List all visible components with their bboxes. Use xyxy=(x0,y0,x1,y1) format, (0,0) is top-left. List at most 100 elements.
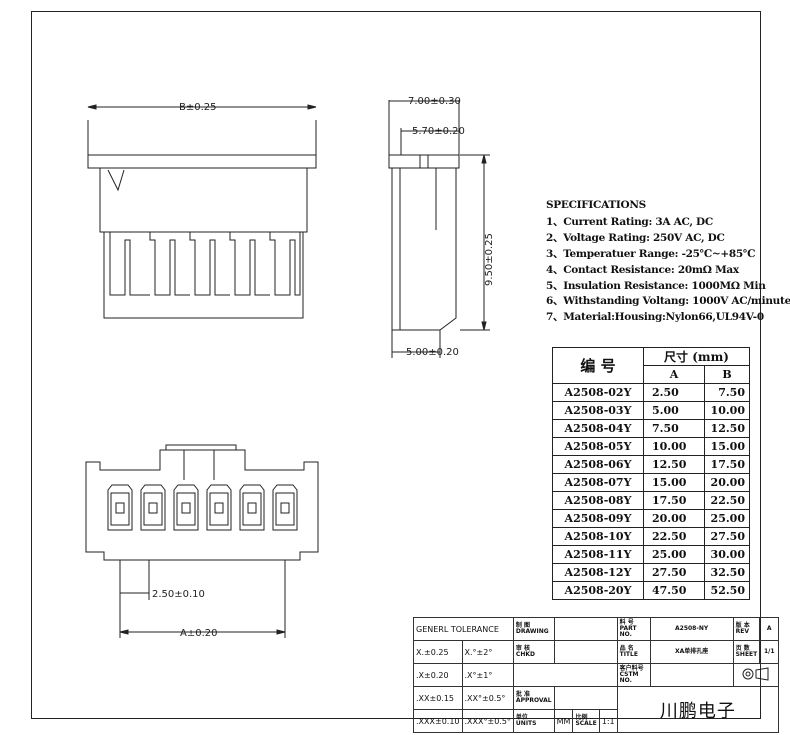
rev-value: A xyxy=(759,617,780,641)
size-a-cell: 47.50 xyxy=(643,581,705,600)
projection-symbol-icon xyxy=(732,663,780,687)
scale-label: 比例 SCALE xyxy=(572,709,600,733)
side-view xyxy=(388,100,490,358)
size-a-cell: 15.00 xyxy=(643,473,705,492)
size-b-cell: 10.00 xyxy=(704,401,750,420)
header-part-number: 编 号 xyxy=(552,347,644,384)
size-b-cell: 22.50 xyxy=(704,491,750,510)
contact-cavity xyxy=(173,484,199,531)
spec-item: 2、Voltage Rating: 250V AC, DC xyxy=(546,231,725,244)
dim-height: 9.50±0.25 xyxy=(484,233,495,286)
part-no-value: A2508-NY xyxy=(649,617,734,641)
size-b-cell: 25.00 xyxy=(704,509,750,528)
part-number-cell: A2508-04Y xyxy=(552,419,644,438)
size-b-cell: 20.00 xyxy=(704,473,750,492)
size-b-cell: 17.50 xyxy=(704,455,750,474)
drawing-label: 制 图 DRAWING xyxy=(512,617,555,641)
sheet-value: 1/1 xyxy=(759,640,780,664)
size-b-cell: 15.00 xyxy=(704,437,750,456)
header-size: 尺寸 (mm) xyxy=(643,347,750,366)
part-number-cell: A2508-09Y xyxy=(552,509,644,528)
units-label: 单位 UNITS xyxy=(512,709,555,733)
size-b-cell: 30.00 xyxy=(704,545,750,564)
size-b-cell: 12.50 xyxy=(704,419,750,438)
dim-b-width: B±0.25 xyxy=(179,102,217,113)
company-name: 川鹏电子 xyxy=(616,686,780,733)
size-a-cell: 5.00 xyxy=(643,401,705,420)
part-number-cell: A2508-11Y xyxy=(552,545,644,564)
specifications-block: SPECIFICATIONS 1、Current Rating: 3A AC, … xyxy=(546,198,790,326)
front-view xyxy=(87,120,317,319)
part-number-cell: A2508-05Y xyxy=(552,437,644,456)
tol-xx: .X±0.20 xyxy=(413,663,463,687)
part-number-cell: A2508-03Y xyxy=(552,401,644,420)
contact-cavity xyxy=(140,484,166,531)
header-a: A xyxy=(643,365,705,384)
tol-xxxx-deg: .XXX°±0.5° xyxy=(461,709,514,733)
blank-cell xyxy=(512,663,618,687)
tol-xx-deg: .X°±1° xyxy=(461,663,514,687)
size-b-cell: 52.50 xyxy=(704,581,750,600)
part-number-cell: A2508-08Y xyxy=(552,491,644,510)
spec-item: 5、Insulation Resistance: 1000MΩ Min xyxy=(546,279,766,292)
check-label: 审 核 CHKD xyxy=(512,640,555,664)
spec-item: 1、Current Rating: 3A AC, DC xyxy=(546,215,713,228)
size-a-cell: 2.50 xyxy=(643,383,705,402)
tolerance-label: GENERL TOLERANCE xyxy=(413,617,514,641)
tol-x-deg: X.°±2° xyxy=(461,640,514,664)
size-a-cell: 25.00 xyxy=(643,545,705,564)
part-number-cell: A2508-07Y xyxy=(552,473,644,492)
part-no-label: 料 号 PART NO. xyxy=(616,617,651,641)
size-a-cell: 22.50 xyxy=(643,527,705,546)
size-a-cell: 27.50 xyxy=(643,563,705,582)
tol-xxx: .XX±0.15 xyxy=(413,686,463,710)
size-b-cell: 32.50 xyxy=(704,563,750,582)
dim-pitch: 2.50±0.10 xyxy=(152,589,205,600)
rev-label: 版 本 REV xyxy=(732,617,761,641)
drawing-frame xyxy=(31,11,761,719)
part-number-cell: A2508-12Y xyxy=(552,563,644,582)
dim-a-width: A±0.20 xyxy=(180,628,218,639)
tol-xxx-deg: .XX°±0.5° xyxy=(461,686,514,710)
size-a-cell: 17.50 xyxy=(643,491,705,510)
drawing-value xyxy=(553,617,618,641)
dim-depth-total: 7.00±0.30 xyxy=(408,96,461,107)
size-a-cell: 10.00 xyxy=(643,437,705,456)
bottom-view xyxy=(85,444,319,638)
size-a-cell: 20.00 xyxy=(643,509,705,528)
contact-cavity xyxy=(272,484,298,531)
check-value xyxy=(553,640,618,664)
sheet-label: 页 数 SHEET xyxy=(732,640,761,664)
part-number-cell: A2508-10Y xyxy=(552,527,644,546)
part-number-cell: A2508-06Y xyxy=(552,455,644,474)
tol-x: X.±0.25 xyxy=(413,640,463,664)
part-number-cell: A2508-02Y xyxy=(552,383,644,402)
contact-cavity xyxy=(107,484,133,531)
specifications-title: SPECIFICATIONS xyxy=(546,199,646,211)
size-a-cell: 12.50 xyxy=(643,455,705,474)
contact-cavity xyxy=(239,484,265,531)
header-b: B xyxy=(704,365,750,384)
tol-xxxx: .XXX±0.10 xyxy=(413,709,463,733)
spec-item: 7、Material:Housing:Nylon66,UL94V-0 xyxy=(546,311,764,324)
dim-depth-inner: 5.70±0.20 xyxy=(412,126,465,137)
units-value: MM xyxy=(553,709,574,733)
title-block: GENERL TOLERANCE 制 图 DRAWING 料 号 PART NO… xyxy=(413,617,780,733)
cust-label: 客户料号 CSTM NO. xyxy=(616,663,651,687)
size-b-cell: 7.50 xyxy=(704,383,750,402)
title-value: XA单排孔座 xyxy=(649,640,734,664)
cust-value xyxy=(649,663,734,687)
spec-item: 3、Temperatuer Range: -25℃~+85℃ xyxy=(546,247,756,260)
contact-cavity xyxy=(206,484,232,531)
scale-value: 1:1 xyxy=(598,709,618,733)
